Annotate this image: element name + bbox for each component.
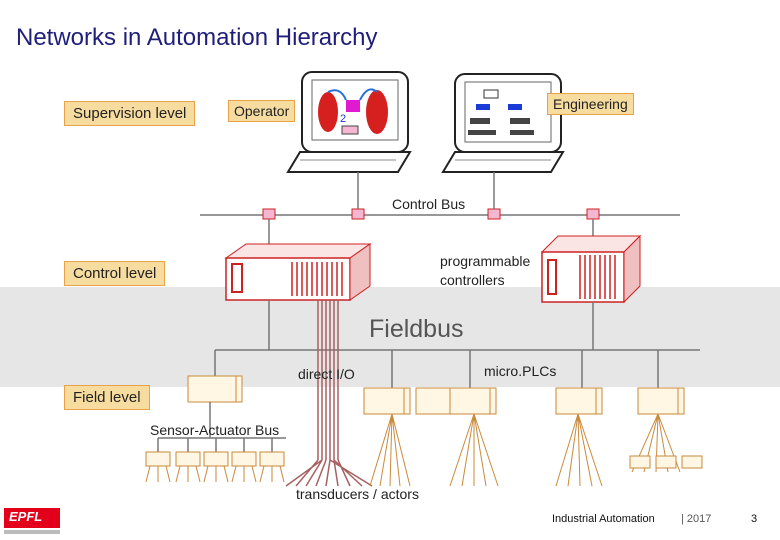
footer-course: Industrial Automation (552, 513, 655, 525)
tank-icon (366, 90, 388, 134)
field-level-label: Field level (64, 385, 150, 410)
keyboard-icon (441, 151, 565, 173)
transducers-actors-label: transducers / actors (296, 486, 419, 502)
control-level-label: Control level (64, 261, 166, 286)
epfl-logo-text: EPFL (9, 509, 43, 524)
keyboard-icon (286, 151, 412, 173)
plc-rack (224, 243, 372, 301)
footer-year: | 2017 (681, 513, 712, 525)
transducer-wires (369, 413, 681, 487)
transducer-modules (629, 455, 703, 469)
direct-io-cable-bundle (285, 300, 373, 487)
control-bus-label: Control Bus (392, 196, 466, 212)
sensor-modules (145, 451, 285, 467)
operator-label: Operator (228, 100, 296, 122)
fieldbus-band (0, 287, 780, 387)
epfl-logo (4, 508, 60, 534)
programmable-controllers-label-line2: controllers (440, 272, 505, 288)
tank-icon (318, 92, 338, 132)
valve-icon (346, 100, 360, 112)
supervision-level-label: Supervision level (64, 101, 196, 126)
sensor-actuator-bus-label: Sensor-Actuator Bus (150, 422, 280, 438)
page-title: Networks in Automation Hierarchy (16, 24, 378, 51)
page-number: 3 (751, 513, 758, 525)
micro-plcs-label: micro.PLCs (484, 363, 557, 379)
operator-workstation (286, 71, 412, 173)
direct-io-label: direct I/O (298, 366, 355, 382)
engineering-label: Engineering (547, 93, 634, 115)
programmable-controllers-label-line1: programmable (440, 253, 531, 269)
io-modules (187, 375, 685, 415)
engineering-workstation (441, 73, 565, 173)
fieldbus-label: Fieldbus (369, 315, 464, 343)
operator-display-number: 2 (340, 113, 347, 125)
plc-rack (540, 234, 642, 304)
